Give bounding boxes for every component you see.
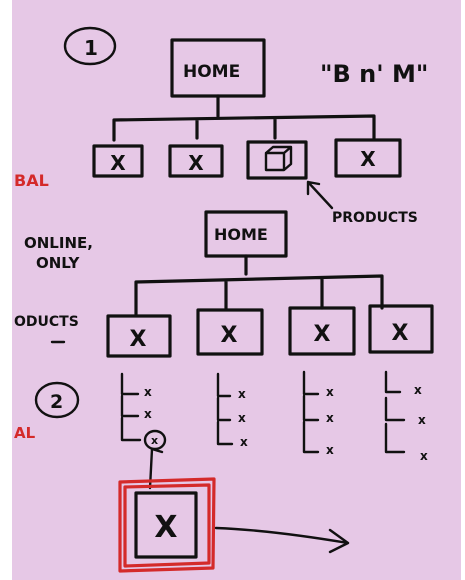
store-annotation: "B n' M" bbox=[320, 60, 428, 88]
child-node-1-4-mark: X bbox=[360, 147, 376, 171]
continue-arrow bbox=[214, 526, 350, 554]
child-node-2-2 bbox=[196, 308, 264, 356]
home-node-2-label: HOME bbox=[214, 225, 268, 244]
side-label-2: AL bbox=[14, 424, 36, 442]
child-node-1-1-mark: X bbox=[110, 151, 126, 175]
section-1-number: 1 bbox=[84, 36, 98, 60]
section-2-number-circle bbox=[34, 381, 80, 419]
child-node-2-1 bbox=[106, 314, 172, 358]
sub-items-col-3: x x x bbox=[302, 370, 334, 457]
child-node-2-1-mark: X bbox=[130, 327, 147, 352]
svg-text:x: x bbox=[326, 443, 334, 457]
child-node-1-2-mark: X bbox=[188, 151, 204, 175]
section-1-number-circle bbox=[63, 26, 117, 66]
child-node-2-3-mark: X bbox=[314, 322, 331, 347]
products-label-1: PRODUCTS bbox=[332, 210, 418, 226]
svg-text:x: x bbox=[420, 449, 428, 463]
highlighted-page-node: X bbox=[118, 477, 216, 573]
products-arrow bbox=[306, 180, 334, 210]
online-only-note-line-1: ONLINE, bbox=[24, 234, 93, 252]
svg-text:x: x bbox=[326, 385, 334, 399]
section-1-sitemap: 1 HOME "B n' M" X X X BAL PRODUCTS bbox=[14, 26, 428, 226]
svg-text:x: x bbox=[418, 413, 426, 427]
tree-connector-1 bbox=[112, 94, 376, 142]
child-node-1-1 bbox=[92, 144, 144, 178]
child-node-2-4 bbox=[368, 304, 434, 354]
child-node-1-2 bbox=[168, 144, 224, 178]
section-2-number: 2 bbox=[50, 391, 63, 413]
section-2-sitemap: ONLINE, ONLY HOME ODUCTS X X X X 2 AL x … bbox=[14, 210, 434, 573]
svg-text:x: x bbox=[144, 385, 152, 399]
home-node-1-label: HOME bbox=[183, 62, 240, 82]
svg-text:x: x bbox=[240, 435, 248, 449]
sub-items-col-2: x x x bbox=[216, 372, 248, 449]
products-label-2: ODUCTS bbox=[14, 314, 79, 330]
tree-connector-2 bbox=[134, 254, 384, 316]
child-node-1-3 bbox=[246, 140, 308, 180]
box-icon bbox=[264, 145, 293, 172]
side-label-1: BAL bbox=[14, 171, 49, 190]
child-node-2-3 bbox=[288, 306, 356, 356]
child-node-2-2-mark: X bbox=[221, 323, 238, 348]
svg-text:x: x bbox=[144, 407, 152, 421]
svg-text:x: x bbox=[238, 411, 246, 425]
svg-text:x: x bbox=[414, 383, 422, 397]
child-node-2-4-mark: X bbox=[392, 321, 409, 346]
highlighted-page-mark: X bbox=[154, 510, 177, 545]
svg-text:x: x bbox=[238, 387, 246, 401]
svg-text:x: x bbox=[326, 411, 334, 425]
sub-items-col-4: x x x bbox=[384, 370, 428, 463]
child-node-1-4 bbox=[334, 138, 402, 178]
online-only-note-line-2: ONLY bbox=[36, 254, 81, 272]
svg-text:x: x bbox=[151, 434, 158, 447]
